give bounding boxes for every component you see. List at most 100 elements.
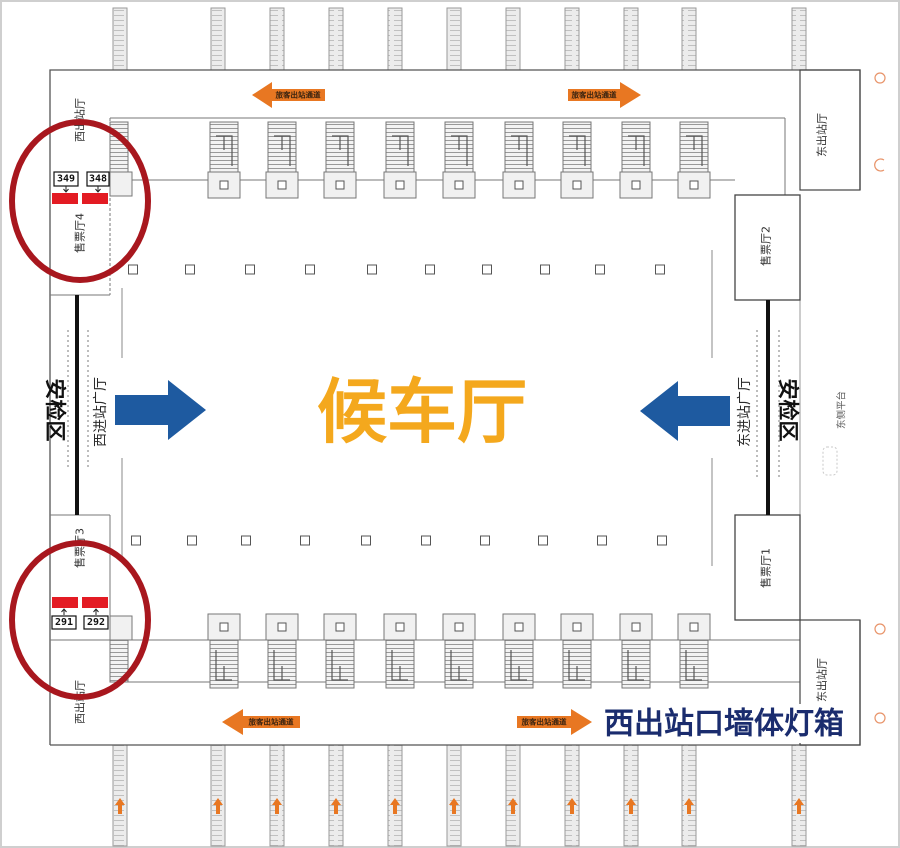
stair-railing <box>569 135 586 166</box>
landing-post <box>514 622 524 632</box>
pillar <box>540 264 550 275</box>
stairway <box>267 639 297 689</box>
arrow-up-icon <box>449 798 459 814</box>
highlight-ring-bottom <box>9 540 151 700</box>
escalator-bar <box>446 744 462 847</box>
highlight-ring-top <box>9 119 151 283</box>
exit-arrow-top-right: 旅客出站通道 <box>568 82 641 108</box>
circle-marker-icon <box>874 72 886 84</box>
pillar <box>597 535 607 546</box>
stairway <box>621 639 651 689</box>
stair-railing <box>685 650 702 681</box>
dashed-marker <box>822 446 838 476</box>
arrow-right-icon <box>517 709 592 735</box>
lightbox-marker <box>52 597 78 608</box>
pillar <box>241 535 251 546</box>
exit-arrow-label: 旅客出站通道 <box>249 717 294 727</box>
stair-railing <box>568 650 585 681</box>
escalator-bar <box>387 7 403 71</box>
east-entry-plaza-label: 东进站广厅 <box>737 377 753 447</box>
stair-railing <box>391 650 408 681</box>
east-exit-hall-bottom-label: 东出站厅 <box>815 658 829 702</box>
barrier-lines <box>121 250 713 566</box>
exit-arrow-label: 旅客出站通道 <box>522 717 567 727</box>
escalator-bar <box>681 744 697 847</box>
pillar <box>480 535 490 546</box>
pillars <box>128 264 667 546</box>
east-exit-hall-top-label: 东出站厅 <box>815 113 829 157</box>
lightbox-number-box <box>51 615 77 630</box>
arrow-up-icon <box>390 798 400 814</box>
landing-post <box>395 622 405 632</box>
pillar <box>425 264 435 275</box>
ticket-hall-3-label: 售票厅3 <box>73 528 87 568</box>
escalator-bar <box>269 7 285 71</box>
arrow-up-icon <box>272 798 282 814</box>
exit-arrow-bottom-right: 旅客出站通道 <box>517 709 592 735</box>
pillar <box>657 535 667 546</box>
ticket-hall-2-label: 售票厅2 <box>759 226 773 266</box>
pillar <box>655 264 665 275</box>
stairway <box>444 639 474 689</box>
arrow-up-icon <box>567 798 577 814</box>
landing-post <box>277 180 287 190</box>
stair-railing <box>331 650 348 681</box>
stair-railing <box>216 135 233 166</box>
security-dashed-guides <box>67 330 780 480</box>
lightbox-group-top: 349 348 <box>52 171 110 204</box>
stair-railing <box>451 135 468 166</box>
landing-post <box>277 622 287 632</box>
lightbox-group-bottom: 291 292 <box>51 597 109 630</box>
landing-post <box>219 622 229 632</box>
landing-post <box>572 180 582 190</box>
escalator-bar <box>681 7 697 71</box>
lightbox-number-box <box>83 615 109 630</box>
stairway <box>504 639 534 689</box>
pillar <box>187 535 197 546</box>
escalator-bar <box>112 744 128 847</box>
edge-marks <box>874 72 886 724</box>
lightbox-number: 291 <box>55 617 73 628</box>
landing-post <box>631 622 641 632</box>
pillar <box>185 264 195 275</box>
stair-railing <box>273 650 290 681</box>
top-escalator-bars <box>112 7 807 71</box>
escalator-bar <box>564 744 580 847</box>
east-platform-label: 东侧平台 <box>836 391 848 429</box>
pillar <box>361 535 371 546</box>
west-exit-hall-bottom-label: 西出站厅 <box>73 680 87 724</box>
pillar <box>131 535 141 546</box>
ticket-hall-4-label: 售票厅4 <box>73 213 87 253</box>
arrow-left-icon <box>252 82 325 108</box>
west-entry-plaza-label: 西进站广厅 <box>93 377 109 447</box>
east-exit-hall-bottom-room <box>799 619 861 746</box>
east-security-label: 安检区 <box>776 379 800 442</box>
stair-landing <box>109 171 133 197</box>
lightbox-number: 292 <box>87 617 105 628</box>
escalator-bar <box>328 7 344 71</box>
pillar <box>245 264 255 275</box>
stair-railing <box>450 650 467 681</box>
lightbox-number: 349 <box>57 174 75 185</box>
arrow-right-icon <box>115 380 206 440</box>
escalator-bar <box>387 744 403 847</box>
east-exit-hall-top-room <box>799 69 861 191</box>
arrow-up-icon <box>684 798 694 814</box>
stair-landing <box>109 615 133 641</box>
landing-post <box>335 180 345 190</box>
arrow-left-icon <box>222 709 300 735</box>
arrow-up-icon <box>626 798 636 814</box>
top-stairways <box>109 121 711 199</box>
circle-marker-icon <box>874 712 886 724</box>
arrow-left-icon <box>640 381 730 441</box>
stairway <box>325 639 355 689</box>
pillar <box>128 264 138 275</box>
lightbox-marker <box>82 597 108 608</box>
arrow-up-icon <box>331 798 341 814</box>
stair-railing <box>511 135 528 166</box>
caption-backing <box>596 704 852 743</box>
escalator-bar <box>505 7 521 71</box>
arrow-up-icon <box>508 798 518 814</box>
stairway <box>209 639 239 689</box>
